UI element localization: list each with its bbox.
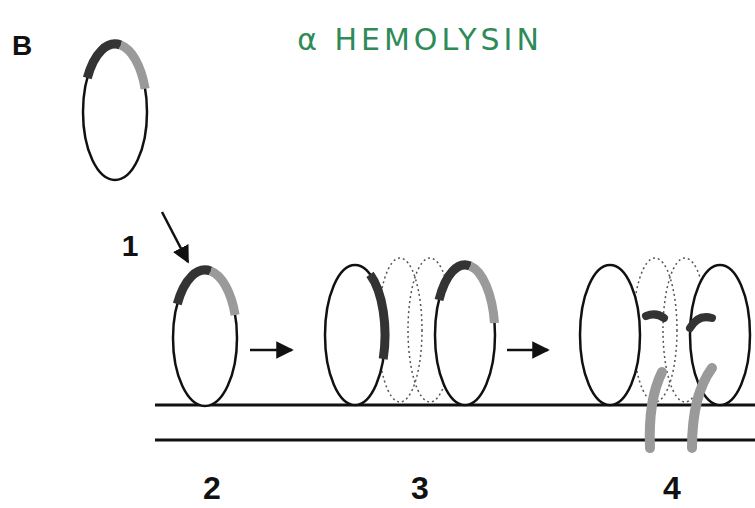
dark-cap bbox=[177, 270, 210, 304]
dark-cap bbox=[87, 44, 120, 78]
step-number: 3 bbox=[411, 472, 429, 504]
monomer bbox=[580, 265, 640, 405]
membrane-line bbox=[155, 404, 755, 407]
transmembrane-stem bbox=[692, 368, 712, 448]
dark-cap bbox=[690, 317, 712, 328]
dark-cap bbox=[646, 314, 664, 318]
grey-cap bbox=[470, 266, 494, 323]
handwritten-title: α HEMOLYSIN bbox=[297, 25, 543, 55]
monomer bbox=[83, 44, 147, 180]
grey-cap bbox=[211, 271, 236, 315]
step-number: 4 bbox=[663, 472, 681, 504]
panel-letter: B bbox=[12, 32, 32, 60]
transmembrane-stem bbox=[650, 372, 662, 448]
step-arrow bbox=[507, 349, 548, 352]
monomer bbox=[435, 265, 495, 405]
monomer bbox=[173, 270, 237, 406]
step-number: 2 bbox=[203, 472, 221, 504]
dark-cap bbox=[439, 265, 470, 300]
step-arrow bbox=[162, 212, 188, 262]
dark-cap bbox=[370, 274, 385, 359]
membrane-line bbox=[155, 439, 755, 442]
step-number: 1 bbox=[122, 231, 139, 261]
grey-cap bbox=[121, 45, 146, 89]
monomer bbox=[325, 265, 385, 405]
step-arrow bbox=[250, 349, 292, 352]
